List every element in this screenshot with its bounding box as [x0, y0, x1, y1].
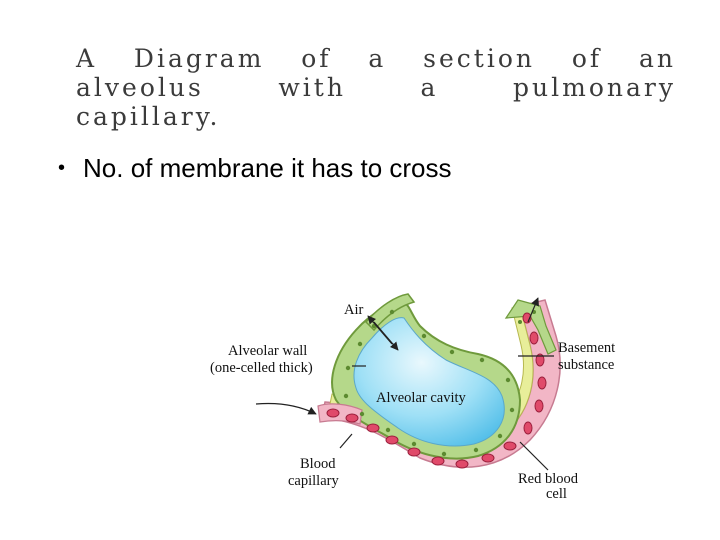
red-blood-cell	[503, 441, 517, 451]
capillary-pointer	[339, 433, 353, 449]
red-blood-cell	[407, 447, 421, 457]
red-blood-cell	[481, 453, 495, 463]
bullet-text: No. of membrane it has to cross	[83, 153, 452, 183]
capillary-inflow-arrow	[255, 402, 317, 415]
red-blood-cell	[455, 459, 469, 469]
arrows	[255, 297, 554, 471]
wall-cell-nuclei	[343, 309, 536, 457]
capillary-right-column	[504, 299, 557, 355]
red-blood-cell	[385, 435, 399, 445]
label-alveolar-cavity: Alveolar cavity	[376, 390, 467, 406]
label-blood-capillary-sub: capillary	[288, 473, 339, 489]
red-blood-cell	[537, 376, 547, 390]
red-blood-cell	[326, 408, 340, 418]
red-blood-cell	[529, 331, 539, 345]
label-red-blood-cell: Red blood	[518, 471, 579, 487]
label-blood-capillary: Blood	[300, 456, 336, 472]
red-blood-cell	[523, 421, 533, 435]
bullet-point: • No. of membrane it has to cross	[58, 153, 452, 184]
rbc-pointer	[519, 441, 549, 471]
red-blood-cell	[366, 423, 380, 433]
label-basement-sub: substance	[558, 357, 614, 373]
label-basement: Basement	[558, 340, 615, 356]
bullet-icon: •	[58, 157, 66, 179]
red-blood-cells	[326, 312, 547, 469]
red-blood-cell	[345, 413, 359, 423]
page-title: A Diagram of a section of an alveolus wi…	[76, 44, 676, 131]
exit-arrow-up	[527, 297, 539, 323]
air-arrow-out	[367, 315, 393, 345]
red-blood-cell	[431, 456, 445, 466]
air-arrow-in	[373, 321, 399, 351]
label-air: Air	[344, 302, 364, 318]
label-alveolar-wall: Alveolar wall	[228, 343, 307, 359]
label-alveolar-wall-sub: (one-celled thick)	[210, 360, 313, 376]
label-red-blood-cell-sub: cell	[546, 486, 567, 502]
red-blood-cell	[534, 399, 544, 413]
red-blood-cell	[535, 353, 545, 367]
